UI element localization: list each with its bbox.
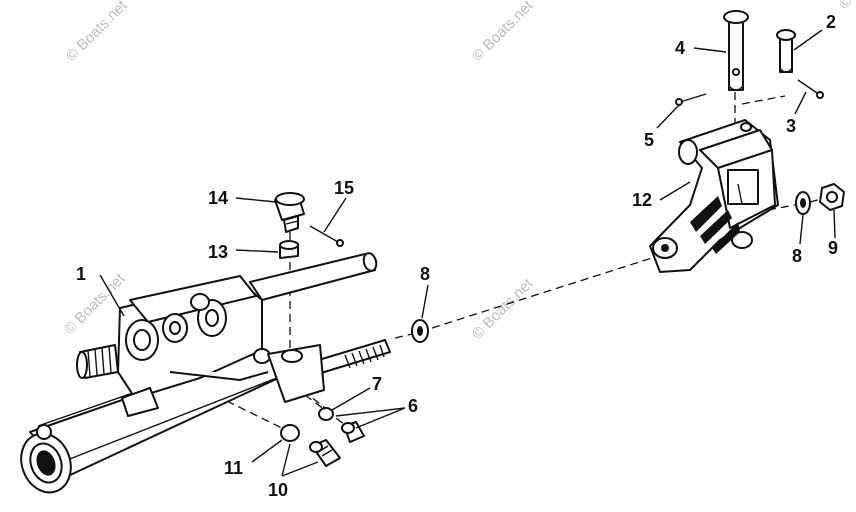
- spacer-ring: [279, 240, 299, 259]
- watermark: © Boats.net: [469, 275, 537, 343]
- cotter-pin-left: [675, 93, 707, 106]
- callout-8-middle: 8: [420, 264, 430, 284]
- callout-6: 6: [408, 396, 418, 416]
- fitting-right: [341, 421, 365, 443]
- pivot-pin-small: [776, 29, 796, 73]
- cylinder-assembly: [20, 252, 391, 494]
- callout-3: 3: [786, 116, 796, 136]
- callout-1: 1: [76, 264, 86, 284]
- cotter-pin-right: [797, 79, 824, 99]
- washer-middle: [411, 319, 429, 343]
- callout-2: 2: [826, 12, 836, 32]
- callouts: 1 2 3 4 5 6 7 8 8 9 10 11 12 13 14 15: [76, 12, 838, 500]
- nut: [819, 183, 845, 211]
- callout-10: 10: [268, 480, 288, 500]
- watermark: © Boats.net: [469, 0, 537, 65]
- washer-right: [795, 191, 811, 215]
- callout-13: 13: [208, 242, 228, 262]
- pivot-pin-large: [723, 10, 749, 91]
- callout-8-right: 8: [792, 246, 802, 266]
- callout-7: 7: [372, 374, 382, 394]
- callout-15: 15: [334, 178, 354, 198]
- bolt: [274, 192, 305, 233]
- watermark: © Boats.net: [63, 0, 131, 65]
- callout-12: 12: [632, 190, 652, 210]
- callout-11: 11: [224, 458, 243, 478]
- callout-9: 9: [828, 238, 838, 258]
- fitting-left: [309, 439, 341, 467]
- callout-5: 5: [644, 130, 654, 150]
- cotter-pin-bolt: [309, 225, 344, 247]
- watermark: © Boats.net: [836, 0, 856, 13]
- steering-bracket: [649, 119, 779, 273]
- callout-4: 4: [675, 38, 685, 58]
- o-ring-large: [280, 424, 300, 442]
- o-ring-small: [318, 407, 334, 421]
- leader-lines: [99, 29, 836, 477]
- callout-14: 14: [208, 188, 228, 208]
